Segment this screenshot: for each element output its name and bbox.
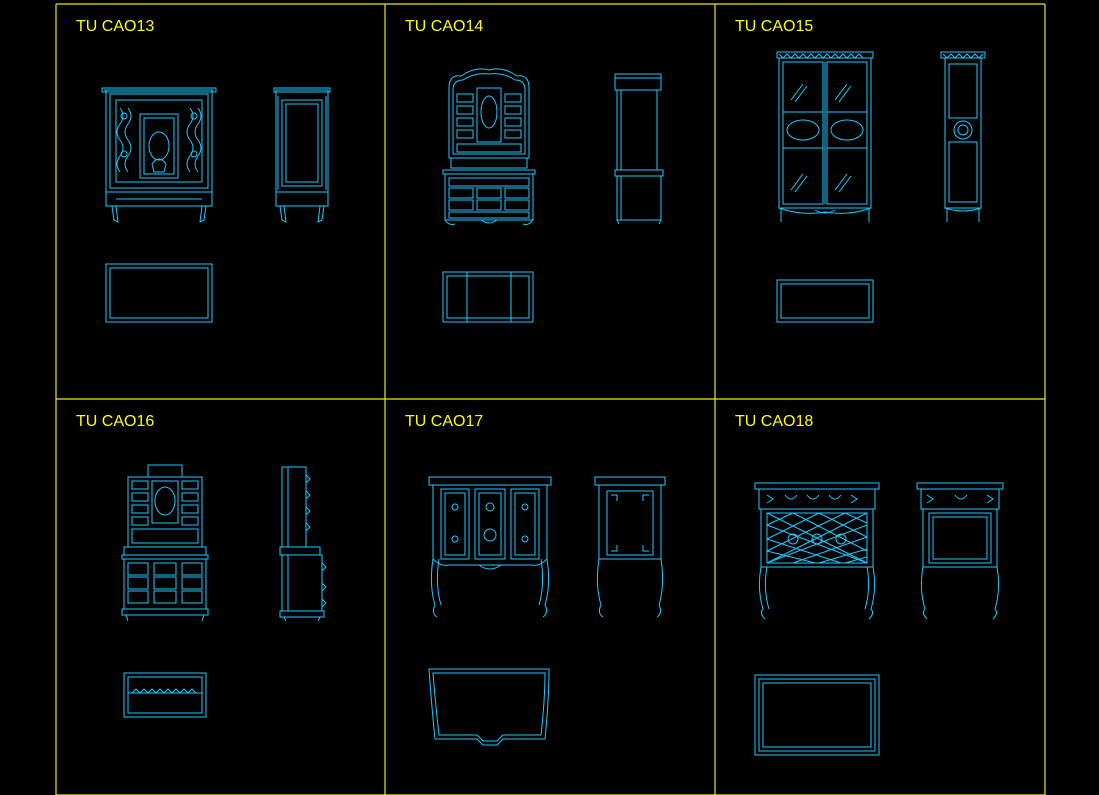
plan-view bbox=[442, 271, 534, 323]
cell-title: TU CAO14 bbox=[405, 18, 484, 35]
side-elevation bbox=[279, 466, 327, 622]
front-elevation bbox=[121, 464, 209, 622]
side-elevation bbox=[594, 476, 666, 618]
cabinet-drawing-16 bbox=[121, 464, 327, 718]
cell-title: TU CAO13 bbox=[76, 18, 155, 35]
cabinet-drawing-13 bbox=[101, 87, 331, 323]
cell-title: TU CAO18 bbox=[735, 413, 814, 430]
cell-tu-cao18: TU CAO18 bbox=[715, 399, 1045, 795]
plan-view bbox=[123, 672, 207, 718]
side-elevation bbox=[940, 51, 986, 222]
cell-title: TU CAO15 bbox=[735, 18, 814, 35]
cabinet-drawing-17 bbox=[428, 476, 666, 746]
cabinet-drawing-18 bbox=[754, 482, 1004, 756]
cell-tu-cao15: TU CAO15 bbox=[715, 4, 1045, 399]
cell-title: TU CAO17 bbox=[405, 413, 484, 430]
cell-tu-cao13: TU CAO13 bbox=[56, 4, 385, 399]
cell-tu-cao17: TU CAO17 bbox=[385, 399, 715, 795]
front-elevation bbox=[754, 482, 880, 620]
front-elevation bbox=[442, 68, 536, 225]
side-elevation bbox=[916, 482, 1004, 620]
cell-title: TU CAO16 bbox=[76, 413, 155, 430]
cabinet-drawing-15 bbox=[776, 51, 986, 323]
side-elevation bbox=[614, 73, 664, 225]
plan-view bbox=[754, 674, 880, 756]
front-elevation bbox=[776, 51, 874, 222]
plan-view bbox=[776, 279, 874, 323]
cell-tu-cao14: TU CAO14 bbox=[385, 4, 715, 399]
plan-view bbox=[428, 668, 550, 746]
plan-view bbox=[105, 263, 213, 323]
side-elevation bbox=[273, 87, 331, 223]
cabinet-drawing-14 bbox=[442, 68, 664, 323]
cell-tu-cao16: TU CAO16 bbox=[56, 399, 385, 795]
front-elevation bbox=[101, 87, 217, 223]
front-elevation bbox=[428, 476, 552, 618]
